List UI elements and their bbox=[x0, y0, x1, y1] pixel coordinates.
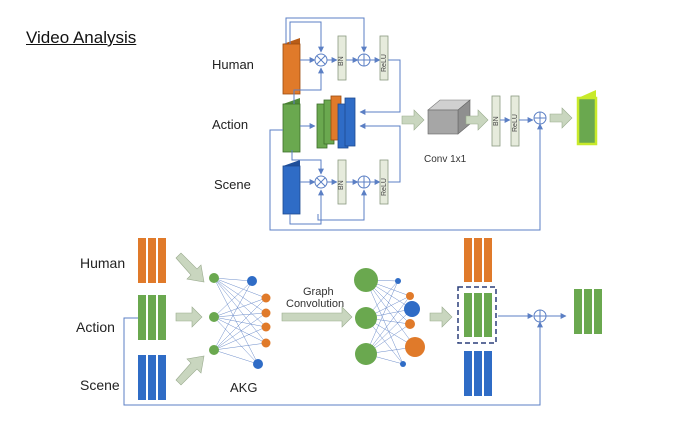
bottom-action-bars bbox=[138, 295, 166, 340]
updated-scene-bars bbox=[464, 351, 492, 396]
top-out-relu-box bbox=[510, 95, 520, 147]
arrow-to-output bbox=[549, 107, 573, 129]
updated-graph-nodes bbox=[354, 268, 425, 367]
graph-edge bbox=[365, 280, 399, 355]
akg-input-arrows bbox=[175, 252, 205, 386]
top-out-bn-box bbox=[491, 95, 501, 147]
graph-edge bbox=[213, 312, 267, 318]
graph-edge bbox=[213, 297, 267, 351]
akg-graph bbox=[213, 277, 267, 365]
bottom-scene-bars bbox=[138, 355, 166, 400]
final-action-bars bbox=[574, 289, 602, 334]
top-human-bn-box bbox=[337, 35, 347, 81]
arrow-to-conv bbox=[401, 109, 425, 131]
page-title: Video Analysis bbox=[26, 28, 137, 47]
top-scene-relu-text: ReLU bbox=[381, 178, 388, 196]
graph-edge bbox=[213, 280, 253, 318]
bottom-label-human: Human bbox=[80, 255, 125, 271]
arrow-to-updated-bars bbox=[429, 306, 453, 328]
top-action-feature bbox=[282, 98, 301, 153]
conv-cube bbox=[427, 99, 471, 135]
arrow-to-bn bbox=[465, 109, 489, 131]
graph-edge bbox=[213, 277, 267, 314]
top-scene-feature bbox=[282, 160, 301, 215]
bottom-label-scene: Scene bbox=[80, 377, 120, 393]
top-human-branch bbox=[285, 17, 401, 115]
graph-edge bbox=[213, 316, 267, 344]
graph-edge bbox=[213, 277, 267, 344]
top-scene-branch bbox=[269, 67, 543, 231]
top-out-bn-text: BN bbox=[493, 116, 500, 126]
akg-label: AKG bbox=[230, 380, 257, 395]
graph-edge bbox=[365, 295, 411, 355]
top-human-relu-box bbox=[379, 35, 389, 81]
graph-edge bbox=[213, 316, 267, 328]
graph-edge bbox=[365, 279, 404, 365]
graph-edge bbox=[213, 349, 259, 365]
graph-edge bbox=[213, 326, 267, 351]
top-scene-bn-text: BN bbox=[338, 180, 345, 190]
top-label-human: Human bbox=[212, 57, 254, 72]
graph-edge bbox=[365, 279, 416, 348]
top-label-action: Action bbox=[212, 117, 248, 132]
top-output-feature bbox=[576, 90, 598, 146]
graph-edge bbox=[213, 342, 267, 351]
top-scene-relu-box bbox=[379, 159, 389, 205]
top-human-relu-text: ReLU bbox=[381, 54, 388, 72]
graph-edge bbox=[213, 277, 253, 282]
top-out-relu-text: ReLU bbox=[512, 114, 519, 132]
graph-conv-arrow bbox=[281, 306, 353, 328]
bottom-label-action: Action bbox=[76, 319, 115, 335]
top-label-scene: Scene bbox=[214, 177, 251, 192]
bottom-flow bbox=[123, 309, 567, 406]
top-scene-bn-box bbox=[337, 159, 347, 205]
updated-human-bars bbox=[464, 238, 492, 282]
top-concat-stack bbox=[316, 95, 356, 149]
graph-edge bbox=[213, 297, 267, 318]
updated-action-highlight bbox=[457, 286, 497, 344]
graph-conv-label-line1: Graph bbox=[303, 286, 334, 298]
akg-nodes bbox=[209, 273, 271, 369]
graph-edge bbox=[213, 280, 253, 351]
top-human-bn-text: BN bbox=[338, 56, 345, 66]
graph-edge bbox=[213, 312, 267, 351]
graph-edge bbox=[213, 277, 267, 299]
top-human-feature bbox=[282, 38, 301, 95]
conv-label: Conv 1x1 bbox=[424, 154, 467, 165]
updated-action-bars bbox=[464, 293, 492, 337]
bottom-human-bars bbox=[138, 238, 166, 283]
top-out-flow bbox=[500, 111, 547, 125]
graph-conv-label-line2: Convolution bbox=[286, 298, 344, 310]
